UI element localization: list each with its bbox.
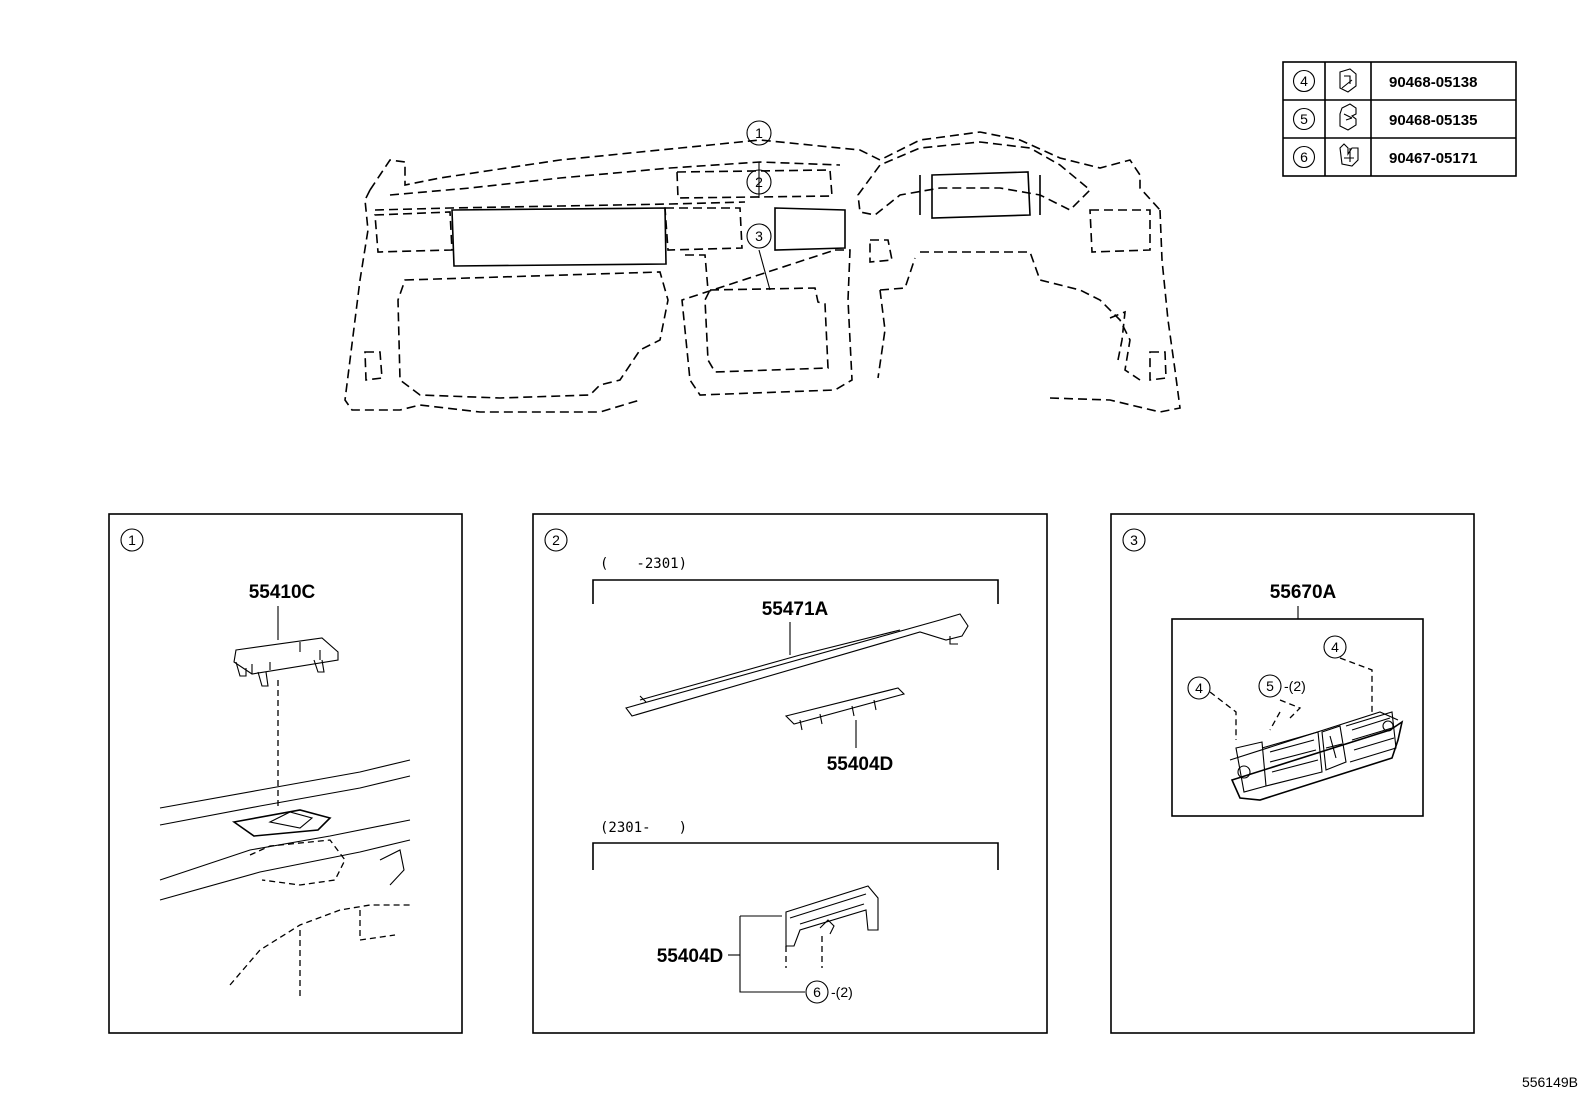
legend-row-4: 4 90468-05138	[1292, 68, 1477, 93]
dashboard-section	[159, 759, 411, 1000]
legend-row-5: 5 90468-05135	[1292, 103, 1477, 131]
panel-3: 3 55670A 4 4 5 -(2)	[1110, 513, 1475, 1034]
svg-text:1: 1	[755, 125, 763, 141]
clip-callout-5: 5 -(2)	[1258, 674, 1306, 698]
svg-text:-(2): -(2)	[831, 984, 853, 1000]
legend-part-number: 90467-05171	[1389, 150, 1477, 167]
sub-assembly-box	[1171, 618, 1424, 817]
part-label-55670A: 55670A	[1270, 582, 1337, 603]
svg-text:6: 6	[813, 984, 821, 1000]
clip-icon	[1339, 103, 1357, 131]
cap-part	[233, 637, 339, 687]
part-label-55404D-a: 55404D	[827, 754, 894, 775]
overview-callout-2: 2	[746, 169, 772, 195]
panel-number: 3	[1130, 532, 1138, 548]
date-range-up-to-2301: ( -2301)	[600, 556, 687, 572]
clip-callout-4-right: 4	[1323, 635, 1347, 659]
panel-2: 2 ( -2301) 55471A 55404D (2301- ) 55404D	[532, 513, 1048, 1034]
air-vent-part	[1229, 711, 1404, 801]
legend-row-6: 6 90467-05171	[1292, 143, 1477, 169]
panel-number: 2	[552, 532, 560, 548]
clip-icon	[1339, 68, 1357, 93]
garnish-strip	[625, 613, 969, 717]
svg-text:4: 4	[1331, 639, 1339, 655]
legend-callout: 4	[1300, 73, 1308, 89]
diagram-reference-code: 556149B	[1522, 1074, 1578, 1090]
cover-part	[785, 885, 879, 947]
svg-text:4: 4	[1195, 680, 1203, 696]
range-bracket-b	[592, 842, 999, 870]
panel-1: 1 55410C	[108, 513, 463, 1034]
clip-callout-4-left: 4	[1187, 676, 1211, 700]
clip-callout-6: 6 -(2)	[805, 980, 853, 1004]
range-bracket-a	[592, 579, 999, 604]
fastener-legend-table: 4 90468-05138 5 90468-05135 6 90467-0517…	[1282, 61, 1517, 177]
svg-text:3: 3	[755, 228, 763, 244]
part-label-55404D-b: 55404D	[657, 946, 724, 967]
svg-text:2: 2	[755, 174, 763, 190]
overview-callout-3: 3	[746, 223, 772, 249]
svg-text:5: 5	[1266, 678, 1274, 694]
overview-callout-1: 1	[746, 120, 772, 146]
bracket-strip	[784, 687, 906, 731]
dashboard-overview: 1 2 3	[344, 120, 1181, 413]
clip-icon	[1339, 143, 1359, 167]
legend-part-number: 90468-05135	[1389, 112, 1477, 129]
part-label-55471A: 55471A	[762, 599, 829, 620]
panel-number: 1	[128, 532, 136, 548]
svg-text:-(2): -(2)	[1284, 678, 1306, 694]
legend-callout: 6	[1300, 149, 1308, 165]
part-label-55410C: 55410C	[249, 582, 316, 603]
date-range-from-2301: (2301- )	[600, 820, 687, 836]
legend-callout: 5	[1300, 111, 1308, 127]
legend-part-number: 90468-05138	[1389, 74, 1477, 91]
